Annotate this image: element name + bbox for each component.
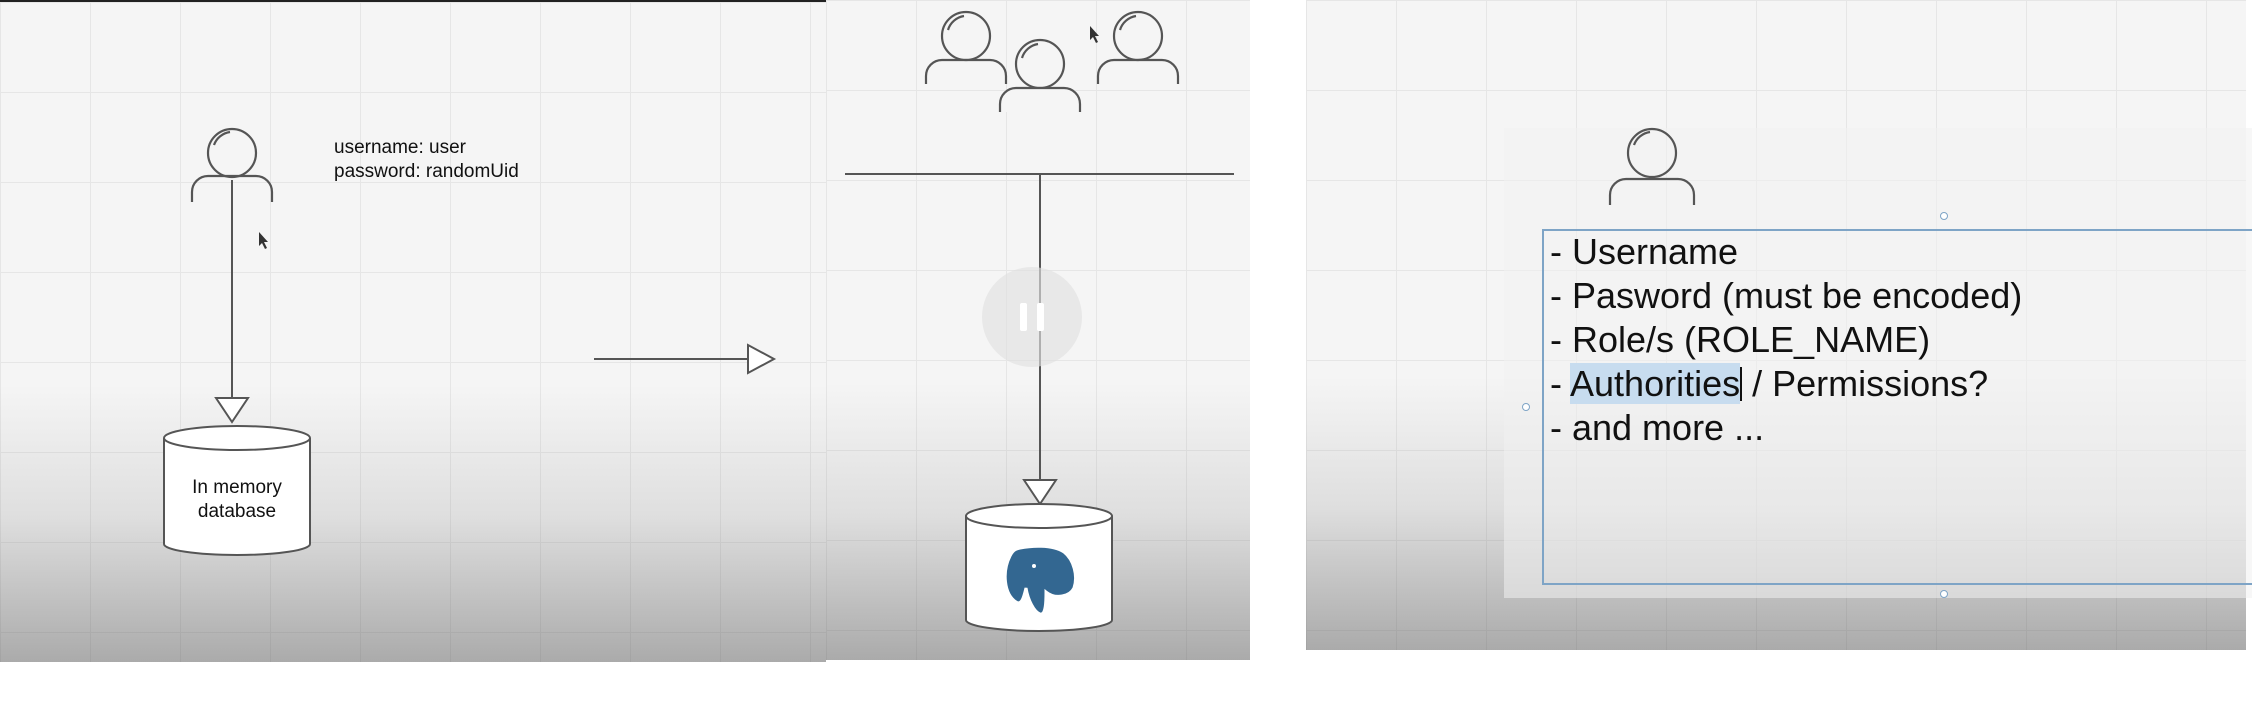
selected-text-box[interactable] xyxy=(1542,229,2252,585)
user-icon xyxy=(190,127,274,202)
database-label-line2: database xyxy=(197,501,277,522)
user-icon xyxy=(1608,127,1696,205)
resize-handle-top[interactable] xyxy=(1940,212,1948,220)
list-item-authorities: - Authorities / Permissions? xyxy=(1550,362,2022,406)
postgresql-elephant-icon xyxy=(1003,544,1078,616)
credentials-note: username: user password: randomUid xyxy=(334,136,519,184)
diagram-panel-in-memory xyxy=(0,0,826,662)
list-item-prefix: - xyxy=(1550,363,1571,404)
list-item: - Role/s (ROLE_NAME) xyxy=(1550,319,1931,360)
selected-text[interactable]: Authorities xyxy=(1570,363,1741,404)
password-text: password: randomUid xyxy=(334,161,519,182)
user-fields-list[interactable]: - Username - Pasword (must be encoded) -… xyxy=(1550,230,2022,450)
transition-arrowhead xyxy=(747,343,777,375)
pause-icon[interactable] xyxy=(982,267,1082,367)
arrowhead xyxy=(1022,479,1058,506)
in-memory-database-shape xyxy=(163,425,311,556)
list-item: - and more ... xyxy=(1550,407,1765,448)
mouse-cursor-icon xyxy=(1090,26,1099,43)
users-group-icon xyxy=(924,10,1180,112)
resize-handle-bottom[interactable] xyxy=(1940,590,1948,598)
resize-handle-left[interactable] xyxy=(1522,403,1530,411)
list-item: - Username xyxy=(1550,231,1739,272)
list-item-rest: / Permissions? xyxy=(1742,363,1989,404)
database-label-line1: In memory xyxy=(192,477,282,498)
text-caret xyxy=(1740,367,1743,401)
arrowhead xyxy=(214,397,250,424)
list-item: - Pasword (must be encoded) xyxy=(1550,275,2023,316)
database-label: In memory database xyxy=(164,476,310,524)
mouse-cursor-icon xyxy=(259,232,268,249)
username-text: username: user xyxy=(334,137,467,158)
